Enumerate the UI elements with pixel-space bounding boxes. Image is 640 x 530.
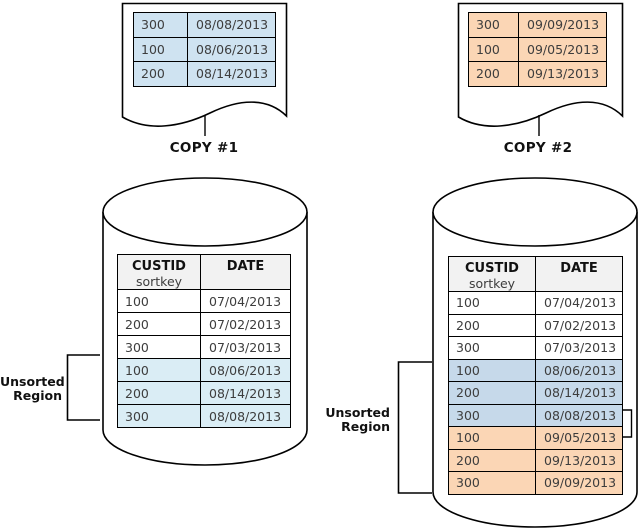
custid-cell: 200 (448, 381, 536, 405)
table-row-unsorted-copy2: 300 09/09/2013 (448, 471, 623, 495)
date-cell: 07/03/2013 (200, 335, 291, 359)
header-row: CUSTID sortkey DATE (448, 256, 623, 292)
custid-cell: 200 (117, 381, 201, 405)
copy2-label: COPY #2 (503, 140, 573, 156)
custid-cell: 100 (117, 358, 201, 382)
copy1-label: COPY #1 (169, 140, 239, 156)
table-row-unsorted-copy1: 300 08/08/2013 (448, 403, 623, 427)
custid-cell: 100 (448, 291, 536, 315)
custid-cell: 300 (448, 336, 536, 360)
date-cell: 07/04/2013 (200, 289, 291, 313)
date-cell: 09/09/2013 (518, 12, 607, 38)
right-db-table: CUSTID sortkey DATE 100 07/04/2013 200 0… (448, 256, 623, 495)
table-row: 200 09/13/2013 (468, 61, 607, 87)
custid-cell: 200 (448, 448, 536, 472)
date-cell: 07/02/2013 (535, 313, 623, 337)
custid-cell: 100 (133, 36, 188, 62)
right-unsorted-region-label: Unsorted Region (298, 406, 390, 434)
table-row-unsorted: 200 08/14/2013 (117, 381, 291, 405)
unsorted-label-line2: Region (13, 388, 62, 403)
column-header-custid: CUSTID sortkey (448, 256, 536, 292)
table-row-unsorted: 100 08/06/2013 (117, 358, 291, 382)
date-cell: 08/06/2013 (187, 36, 276, 62)
date-cell: 09/13/2013 (518, 61, 607, 87)
left-db-table: CUSTID sortkey DATE 100 07/04/2013 200 0… (117, 254, 291, 428)
date-cell: 08/14/2013 (200, 381, 291, 405)
column-header-custid: CUSTID sortkey (117, 254, 201, 290)
right-unsorted-bracket (397, 361, 432, 494)
table-row-unsorted: 300 08/08/2013 (117, 404, 291, 428)
date-cell: 08/14/2013 (535, 381, 623, 405)
unsorted-label-line1: Unsorted (0, 374, 65, 389)
date-cell: 09/05/2013 (535, 426, 623, 450)
table-row: 200 08/14/2013 (133, 61, 276, 87)
custid-cell: 300 (133, 12, 188, 38)
header-row: CUSTID sortkey DATE (117, 254, 291, 290)
date-cell: 09/13/2013 (535, 448, 623, 472)
unsorted-label-line1: Unsorted (325, 405, 390, 420)
custid-cell: 200 (117, 312, 201, 336)
custid-cell: 100 (468, 36, 519, 62)
custid-cell: 300 (448, 471, 536, 495)
date-cell: 08/06/2013 (535, 358, 623, 382)
copy1-table: 300 08/08/2013 100 08/06/2013 200 08/14/… (133, 12, 276, 87)
table-row: 100 09/05/2013 (468, 36, 607, 62)
column-header-date: DATE (200, 254, 291, 290)
column-header-date: DATE (535, 256, 623, 292)
table-row: 300 09/09/2013 (468, 12, 607, 38)
table-row: 100 08/06/2013 (133, 36, 276, 62)
table-row: 300 08/08/2013 (133, 12, 276, 38)
date-cell: 09/05/2013 (518, 36, 607, 62)
custid-cell: 100 (448, 426, 536, 450)
custid-cell: 200 (133, 61, 188, 87)
custid-cell: 200 (448, 313, 536, 337)
custid-cell: 300 (448, 403, 536, 427)
table-row-unsorted-copy2: 200 09/13/2013 (448, 448, 623, 472)
table-row-sorted: 100 07/04/2013 (448, 291, 623, 315)
left-unsorted-bracket (66, 354, 100, 421)
custid-cell: 100 (448, 358, 536, 382)
unsorted-label-line2: Region (341, 419, 390, 434)
date-cell: 09/09/2013 (535, 471, 623, 495)
left-unsorted-region-label: Unsorted Region (0, 374, 65, 403)
custid-cell: 300 (117, 335, 201, 359)
custid-cell: 300 (117, 404, 201, 428)
custid-header-label: CUSTID (465, 261, 519, 276)
copy2-table: 300 09/09/2013 100 09/05/2013 200 09/13/… (468, 12, 607, 87)
sortkey-sublabel: sortkey (135, 274, 183, 289)
date-cell: 07/02/2013 (200, 312, 291, 336)
table-row-sorted: 200 07/02/2013 (448, 313, 623, 337)
table-row-sorted: 300 07/03/2013 (117, 335, 291, 359)
left-cylinder-top (102, 177, 308, 247)
date-cell: 08/14/2013 (187, 61, 276, 87)
table-row-sorted: 300 07/03/2013 (448, 336, 623, 360)
custid-header-label: CUSTID (132, 259, 186, 274)
copy2-append-marker-bracket (622, 409, 633, 438)
date-cell: 08/08/2013 (187, 12, 276, 38)
custid-cell: 300 (468, 12, 519, 38)
custid-cell: 200 (468, 61, 519, 87)
date-cell: 08/08/2013 (535, 403, 623, 427)
date-header-label: DATE (560, 261, 598, 276)
table-row-sorted: 100 07/04/2013 (117, 289, 291, 313)
table-row-unsorted-copy1: 100 08/06/2013 (448, 358, 623, 382)
date-header-label: DATE (226, 259, 265, 274)
table-row-unsorted-copy1: 200 08/14/2013 (448, 381, 623, 405)
right-cylinder-top (432, 177, 638, 247)
sortkey-sublabel: sortkey (468, 276, 516, 291)
custid-cell: 100 (117, 289, 201, 313)
date-cell: 07/04/2013 (535, 291, 623, 315)
table-row-unsorted-copy2: 100 09/05/2013 (448, 426, 623, 450)
date-cell: 08/08/2013 (200, 404, 291, 428)
date-cell: 08/06/2013 (200, 358, 291, 382)
date-cell: 07/03/2013 (535, 336, 623, 360)
table-row-sorted: 200 07/02/2013 (117, 312, 291, 336)
